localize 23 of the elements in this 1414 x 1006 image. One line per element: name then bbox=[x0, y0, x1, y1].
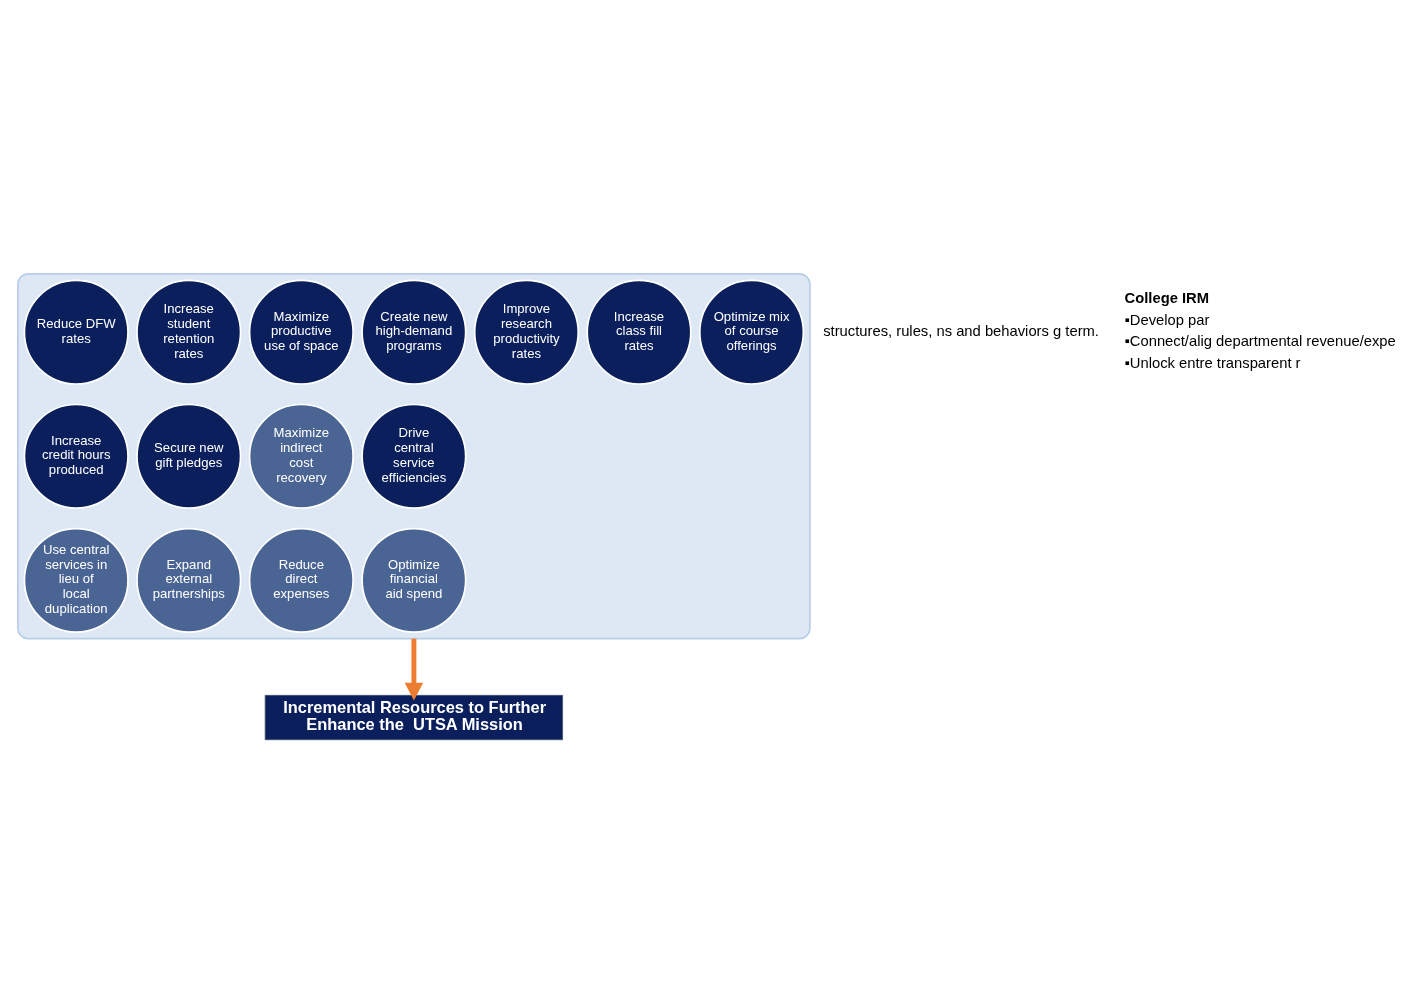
node-circle: Optimize financial aid spend bbox=[361, 527, 467, 633]
node-circle: Secure new gift pledges bbox=[136, 403, 242, 509]
node-circle: Improve research productivity rates bbox=[473, 279, 580, 385]
node-box: Incremental Resources to Further Enhance the UTSA Mission bbox=[264, 694, 563, 740]
label: ▪Connect/alig departmental revenue/expe bbox=[1124, 332, 1396, 349]
label: structures, rules, ns and behaviors g term. bbox=[823, 322, 1099, 339]
node-circle: Drive central service efficiencies bbox=[361, 403, 467, 509]
node-circle: Increase credit hours produced bbox=[23, 403, 129, 509]
arrow bbox=[404, 638, 424, 700]
node-circle: Expand external partnerships bbox=[136, 527, 242, 633]
node-circle: Optimize mix of course offerings bbox=[699, 279, 805, 385]
node-circle: Create new high-demand programs bbox=[361, 279, 467, 385]
cluster bbox=[17, 272, 811, 639]
label: ▪Unlock entre transparent r bbox=[1124, 354, 1301, 371]
node-circle: Increase class fill rates bbox=[586, 279, 692, 385]
node-circle: Use central services in lieu of local duplication bbox=[23, 527, 129, 633]
node-circle: Maximize productive use of space bbox=[248, 279, 354, 385]
node-circle: Reduce DFW rates bbox=[23, 279, 129, 385]
node-circle: Reduce direct expenses bbox=[248, 527, 354, 633]
label: ▪Develop par bbox=[1124, 311, 1210, 328]
node-circle: Maximize indirect cost recovery bbox=[248, 403, 354, 509]
label: College IRM bbox=[1124, 289, 1210, 306]
node-circle: Increase student retention rates bbox=[136, 279, 242, 385]
